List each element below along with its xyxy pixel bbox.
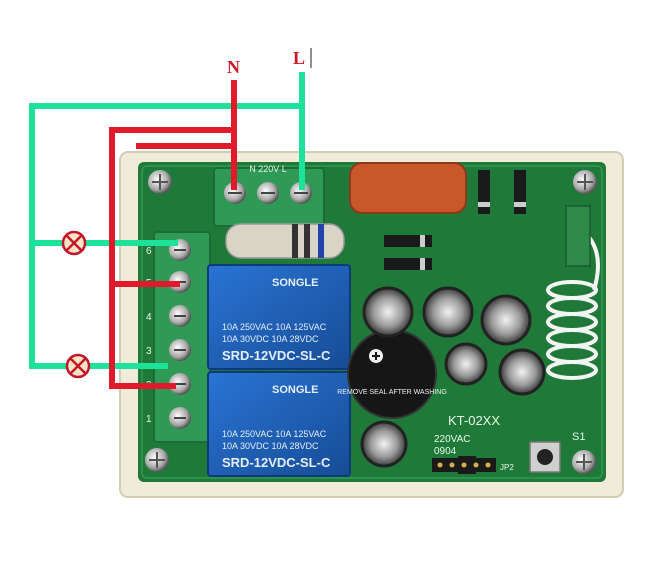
live-label: L bbox=[293, 48, 305, 68]
terminal-number: 4 bbox=[146, 312, 152, 323]
electrolytic-capacitor bbox=[360, 420, 408, 468]
corner-screw bbox=[148, 170, 172, 194]
jumper-label: JP2 bbox=[500, 463, 514, 472]
push-button bbox=[529, 441, 561, 473]
board-model: KT-02XX bbox=[448, 413, 500, 428]
relay-brand: SONGLE bbox=[272, 384, 318, 396]
rf-module bbox=[565, 205, 591, 267]
live-wire bbox=[29, 72, 305, 369]
switch-label: S1 bbox=[572, 431, 585, 443]
diode bbox=[384, 235, 432, 247]
lamp-icon bbox=[61, 230, 87, 256]
coil-antenna bbox=[546, 228, 600, 380]
electrolytic-capacitor bbox=[480, 294, 532, 346]
neutral-wire bbox=[109, 80, 237, 389]
relay-rating-1: 10A 250VAC 10A 125VAC bbox=[222, 322, 327, 332]
relay-rating-1: 10A 250VAC 10A 125VAC bbox=[222, 429, 327, 439]
relay-rating-2: 10A 30VDC 10A 28VDC bbox=[222, 441, 319, 451]
board-voltage: 220VAC bbox=[434, 434, 471, 445]
relay-model: SRD-12VDC-SL-C bbox=[222, 455, 331, 470]
diode bbox=[478, 170, 490, 214]
input-label: N 220V L bbox=[249, 164, 287, 174]
electrolytic-capacitor bbox=[422, 286, 474, 338]
power-terminal-block bbox=[213, 167, 325, 227]
output-terminal-block bbox=[153, 231, 211, 443]
corner-screw bbox=[572, 450, 596, 474]
jumper-header bbox=[432, 456, 496, 474]
relay-rating-2: 10A 30VDC 10A 28VDC bbox=[222, 334, 319, 344]
terminal-number: 1 bbox=[146, 414, 152, 425]
buzzer-text: REMOVE SEAL AFTER WASHING bbox=[337, 389, 447, 396]
film-capacitor bbox=[349, 162, 467, 214]
electrolytic-capacitor bbox=[444, 342, 488, 386]
electrolytic-capacitor bbox=[362, 286, 414, 338]
diode bbox=[384, 258, 432, 270]
relay-2: SONGLE 10A 250VAC 10A 125VAC 10A 30VDC 1… bbox=[207, 371, 351, 477]
diode bbox=[514, 170, 526, 214]
relay-1: SONGLE 10A 250VAC 10A 125VAC 10A 30VDC 1… bbox=[207, 264, 351, 370]
power-resistor bbox=[225, 223, 345, 259]
relay-model: SRD-12VDC-SL-C bbox=[222, 348, 331, 363]
terminal-number: 3 bbox=[146, 346, 152, 357]
corner-screw bbox=[573, 170, 597, 194]
neutral-label: N bbox=[227, 57, 240, 77]
terminal-number: 6 bbox=[146, 246, 152, 257]
board-date: 0904 bbox=[434, 446, 457, 457]
relay-brand: SONGLE bbox=[272, 277, 318, 289]
electrolytic-capacitor bbox=[498, 348, 546, 396]
lamp-icon bbox=[65, 353, 91, 379]
corner-screw bbox=[145, 448, 169, 472]
buzzer: REMOVE SEAL AFTER WASHING bbox=[337, 329, 447, 419]
